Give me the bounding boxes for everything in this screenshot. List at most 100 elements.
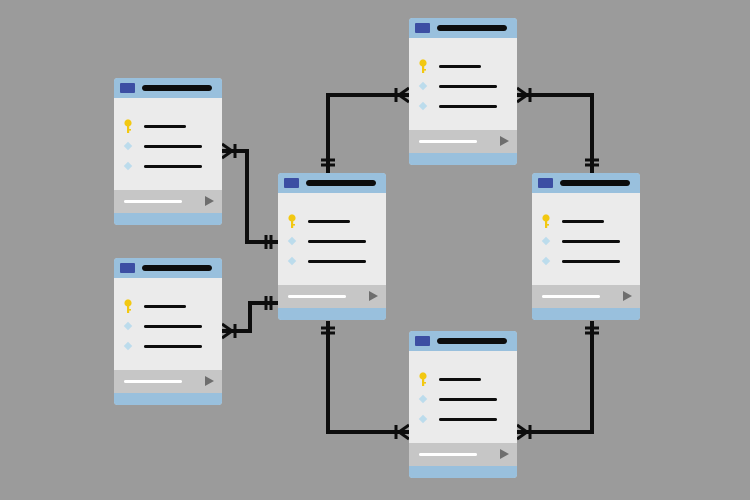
table-bottom-band [278, 308, 386, 320]
table-card-left-bottom[interactable] [114, 258, 222, 405]
table-title-placeholder [142, 85, 212, 91]
diamond-icon [123, 141, 133, 151]
key-icon [419, 372, 427, 386]
footer-text-placeholder [419, 453, 477, 456]
table-icon [284, 178, 299, 188]
connector-lefttop-center [222, 149, 278, 244]
field-name-placeholder [144, 305, 186, 308]
play-icon[interactable] [623, 291, 632, 301]
table-icon [120, 83, 135, 93]
table-card-center[interactable] [278, 173, 386, 320]
table-card-bottom[interactable] [409, 331, 517, 478]
diamond-icon [418, 394, 428, 404]
table-title-placeholder [437, 338, 507, 344]
field-name-placeholder [562, 260, 620, 263]
crow-foot-marker [221, 329, 233, 340]
crow-foot-marker [398, 423, 410, 434]
primary-key-field [114, 299, 222, 313]
table-footer [278, 285, 386, 308]
field-row [114, 320, 222, 332]
table-footer [114, 370, 222, 393]
key-icon [288, 214, 296, 228]
diamond-icon [123, 161, 133, 171]
field-name-placeholder [562, 240, 620, 243]
play-icon[interactable] [205, 196, 214, 206]
field-name-placeholder [308, 260, 366, 263]
field-name-placeholder [439, 105, 497, 108]
table-card-left-top[interactable] [114, 78, 222, 225]
table-card-right[interactable] [532, 173, 640, 320]
table-header [409, 18, 517, 38]
field-row [409, 413, 517, 425]
table-header [114, 258, 222, 278]
field-name-placeholder [439, 85, 497, 88]
table-title-placeholder [560, 180, 630, 186]
table-icon [120, 263, 135, 273]
primary-key-field [409, 372, 517, 386]
table-bottom-band [409, 466, 517, 478]
diamond-icon [123, 341, 133, 351]
crow-foot-marker [398, 430, 410, 441]
diamond-icon [418, 101, 428, 111]
table-card-top[interactable] [409, 18, 517, 165]
connector-center-top [326, 93, 409, 173]
footer-text-placeholder [419, 140, 477, 143]
footer-text-placeholder [124, 200, 182, 203]
connector-center-bottom [326, 321, 409, 434]
play-icon[interactable] [500, 136, 509, 146]
play-icon[interactable] [205, 376, 214, 386]
key-icon [124, 299, 132, 313]
field-row [532, 255, 640, 267]
field-row [278, 255, 386, 267]
crow-foot-marker [398, 86, 410, 97]
field-name-placeholder [439, 418, 497, 421]
play-icon[interactable] [500, 449, 509, 459]
table-bottom-band [532, 308, 640, 320]
connector-top-right [517, 93, 594, 173]
diamond-icon [287, 236, 297, 246]
field-name-placeholder [144, 165, 202, 168]
diamond-icon [418, 414, 428, 424]
table-icon [415, 336, 430, 346]
primary-key-field [114, 119, 222, 133]
field-row [114, 340, 222, 352]
table-icon [415, 23, 430, 33]
table-title-placeholder [142, 265, 212, 271]
primary-key-field [532, 214, 640, 228]
field-name-placeholder [144, 325, 202, 328]
diamond-icon [418, 81, 428, 91]
field-name-placeholder [144, 125, 186, 128]
crow-foot-marker [221, 322, 233, 333]
table-header [532, 173, 640, 193]
field-name-placeholder [562, 220, 604, 223]
field-name-placeholder [439, 398, 497, 401]
footer-text-placeholder [542, 295, 600, 298]
table-bottom-band [409, 153, 517, 165]
field-name-placeholder [439, 378, 481, 381]
crow-foot-marker [516, 423, 528, 434]
field-row [114, 140, 222, 152]
crow-foot-marker [516, 93, 528, 104]
crow-foot-marker [221, 142, 233, 153]
table-footer [532, 285, 640, 308]
primary-key-field [278, 214, 386, 228]
field-name-placeholder [439, 65, 481, 68]
crow-foot-marker [398, 93, 410, 104]
footer-text-placeholder [124, 380, 182, 383]
table-icon [538, 178, 553, 188]
table-header [114, 78, 222, 98]
table-title-placeholder [306, 180, 376, 186]
footer-text-placeholder [288, 295, 346, 298]
key-icon [542, 214, 550, 228]
field-row [409, 393, 517, 405]
crow-foot-marker [221, 149, 233, 160]
diamond-icon [123, 321, 133, 331]
play-icon[interactable] [369, 291, 378, 301]
field-name-placeholder [144, 145, 202, 148]
primary-key-field [409, 59, 517, 73]
diamond-icon [287, 256, 297, 266]
table-bottom-band [114, 213, 222, 225]
diamond-icon [541, 256, 551, 266]
field-name-placeholder [308, 220, 350, 223]
